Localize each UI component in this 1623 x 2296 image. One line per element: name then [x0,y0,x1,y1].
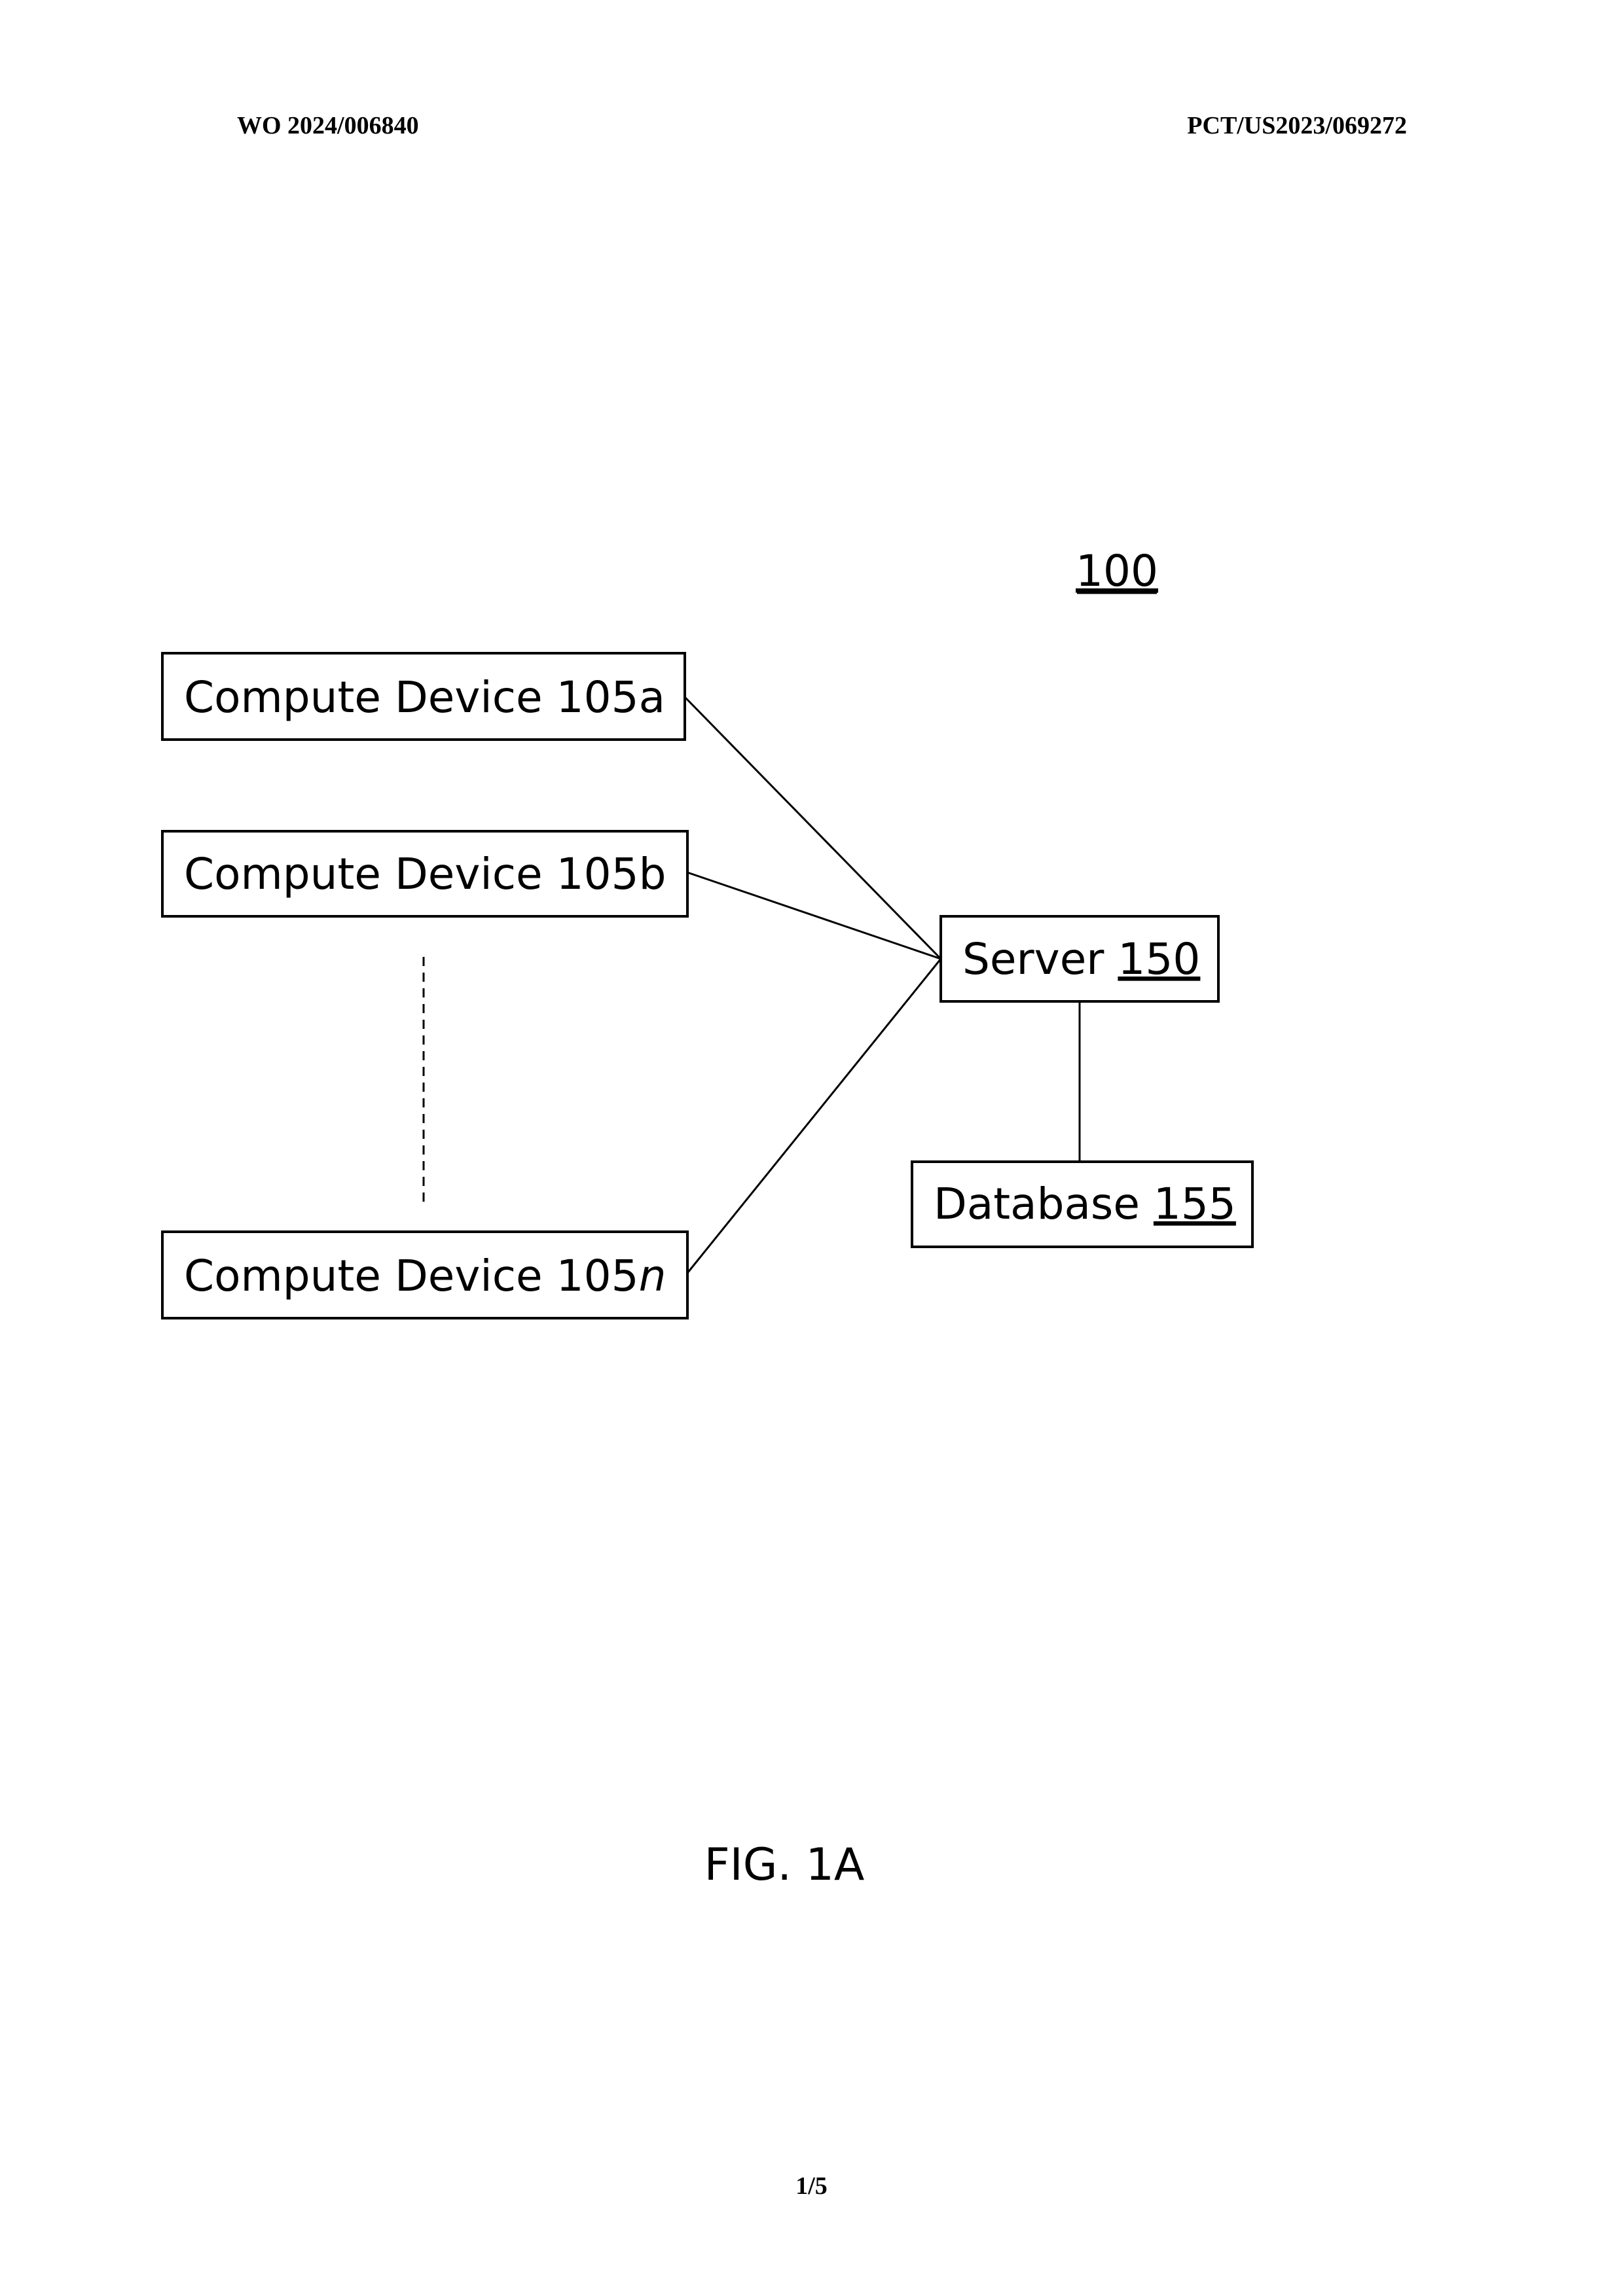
node-label: Compute Device 105a [184,672,665,723]
node-label: Server 150 [962,934,1200,984]
system-ref-label: 100 [1076,546,1158,596]
node-label: Compute Device 105n [184,1251,666,1301]
node-database-155: Database 155 [912,1162,1252,1247]
node-compute-device-105n: Compute Device 105n [162,1232,687,1318]
edge-device-n-server [687,959,941,1273]
edge-device-b-server [687,872,941,959]
edge-device-a-server [685,697,941,959]
page-number: 1/5 [0,2172,1623,2200]
node-label: Compute Device 105b [184,849,666,899]
node-label: Database 155 [934,1179,1236,1229]
node-compute-device-105a: Compute Device 105a [162,653,685,740]
node-server-150: Server 150 [941,916,1218,1001]
node-compute-device-105b: Compute Device 105b [162,831,687,916]
figure-caption: FIG. 1A [704,1839,865,1891]
